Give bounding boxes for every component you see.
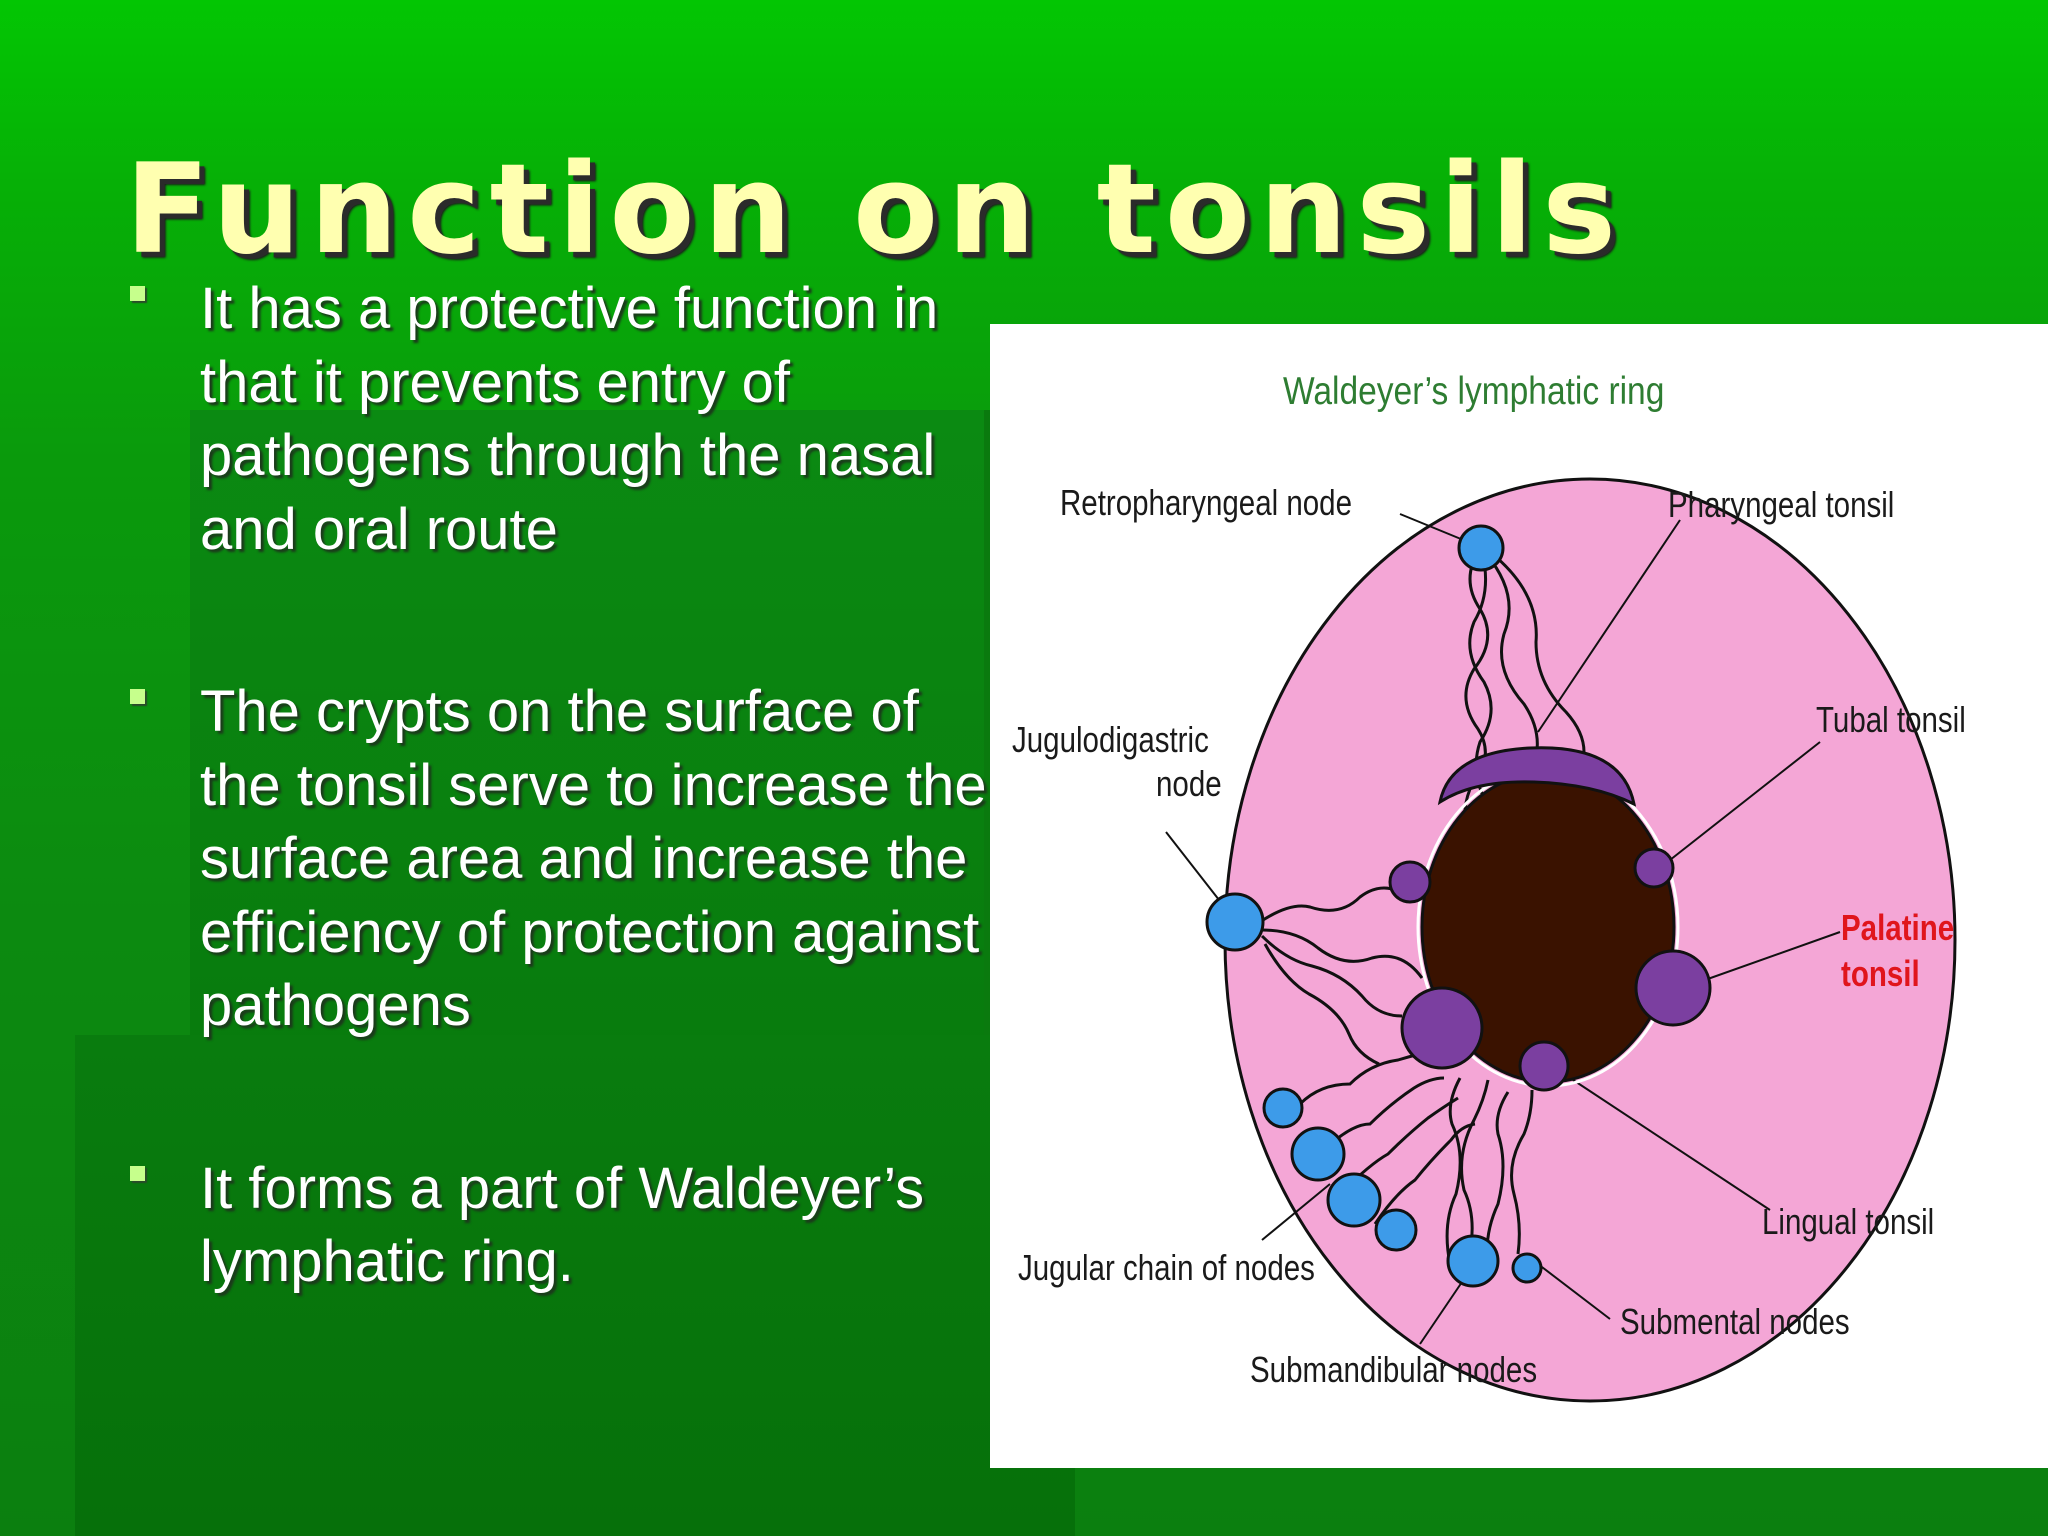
vessel-line [1260,934,1403,1018]
tubal-tonsil-left [1388,860,1432,904]
background-panel [190,410,990,1050]
vessel-line [1261,928,1424,979]
pointer-line [1419,1281,1463,1345]
jugular-chain-node [1326,1172,1382,1228]
tubal-tonsil-right [1633,847,1675,889]
label-retropharyngeal-node: Retropharyngeal node [1060,482,1352,522]
label-tubal-tonsil: Tubal tonsil [1816,699,1966,739]
square-bullet-icon [130,1165,145,1181]
palatine-tonsil-left [1400,986,1484,1070]
submandibular-node [1446,1234,1500,1288]
bullet-item: It forms a part of Waldeyer’s lymphatic … [125,1152,1005,1299]
bullet-text: The crypts on the surface of the tonsil … [200,679,987,1038]
slide-title: Function on tonsils [125,138,1626,282]
label-lingual-tonsil: Lingual tonsil [1762,1201,1934,1241]
palatine-tonsil-right [1634,949,1712,1027]
submental-node [1511,1252,1543,1284]
vessel-line [1263,943,1380,1066]
square-bullet-icon [130,689,145,704]
bullet-item: The crypts on the surface of the tonsil … [125,675,1005,1043]
pointer-line [1261,1183,1331,1241]
pointer-line [1537,519,1681,733]
label-palatine-2: tonsil [1841,953,1920,993]
vessel-line [1373,1122,1476,1225]
square-bullet-icon [130,286,145,301]
retropharyngeal-node [1457,524,1505,572]
jugulodigastric-node [1205,892,1265,952]
pointer-line [1537,1263,1611,1320]
bullet-list: It has a protective function in that it … [125,272,1005,1299]
vessel-line [1259,886,1401,924]
pointer-line [1557,1069,1771,1211]
vessel-line [1489,550,1586,753]
label-pharyngeal-tonsil: Pharyngeal tonsil [1668,484,1894,524]
vessel-line [1462,548,1490,860]
label-submental-nodes: Submental nodes [1620,1301,1850,1341]
jugular-chain-node [1262,1087,1304,1129]
lingual-tonsil [1518,1040,1570,1092]
waldeyer-ring-diagram: Waldeyer’s lymphatic ring Retropharyngea… [1012,369,1966,1403]
vessel-line [1460,1079,1490,1261]
jugular-chain-node [1374,1208,1418,1252]
pointer-line [1687,931,1841,987]
vessel-line [1468,551,1493,803]
lymphatic-vessels [1259,548,1586,1265]
pointer-line [1669,741,1821,861]
bullet-item: It has a protective function in that it … [125,272,1005,566]
vessel-line [1510,1089,1534,1255]
waldeyer-ring-figure: Waldeyer’s lymphatic ring Retropharyngea… [990,324,2048,1468]
label-jugular-chain: Jugular chain of nodes [1018,1247,1315,1287]
vessel-line [1318,1076,1445,1156]
bullet-text: It forms a part of Waldeyer’s lymphatic … [200,1155,925,1295]
label-submandibular-nodes: Submandibular nodes [1250,1349,1537,1389]
vessel-line [1485,1091,1510,1265]
vessel-line [1445,1077,1462,1265]
label-jugulodigastric-2: node [1156,763,1222,803]
jugular-chain-node [1290,1126,1346,1182]
pharyngeal-tonsil [1437,746,1637,807]
vessel-line [1338,1096,1459,1196]
label-palatine-1: Palatine [1841,907,1954,947]
bullet-text: It has a protective function in that it … [200,276,939,562]
label-jugulodigastric-1: Jugulodigastric [1012,719,1209,759]
background-panel-lower [75,1035,1075,1536]
figure-title: Waldeyer’s lymphatic ring [1283,369,1664,413]
